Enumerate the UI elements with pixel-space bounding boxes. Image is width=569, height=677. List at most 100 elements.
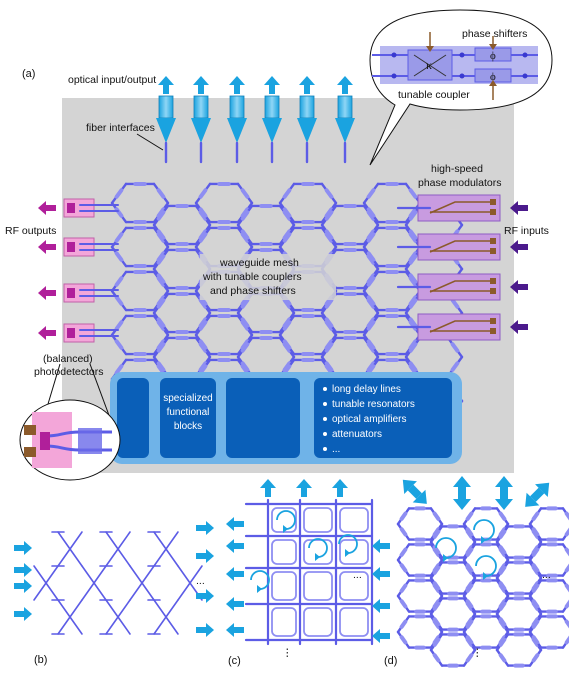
rf-out-arrow-3-head (38, 326, 46, 340)
b-wg (69, 616, 83, 635)
c-cell (303, 607, 333, 637)
fiber-taper-1 (191, 118, 211, 143)
block-item-0: long delay lines (332, 384, 401, 395)
c-loop-1 (308, 538, 328, 558)
coupler (366, 232, 376, 243)
d-arrow-top-1-tail (453, 499, 471, 510)
modulator-2 (417, 273, 501, 301)
c-arrow-left-4 (234, 627, 244, 633)
d-arrow-left-3 (380, 633, 390, 639)
rf-in-arrow-3-head (510, 320, 518, 334)
b-wg (117, 548, 131, 567)
c-cell (303, 539, 333, 565)
c-arrow-up-1 (301, 487, 307, 497)
c-arrow-up-2 (337, 487, 343, 497)
coupler (531, 583, 540, 593)
rf-in-arrow-0 (518, 205, 528, 211)
coupler (366, 364, 376, 375)
b-wg (45, 565, 59, 584)
coupler (324, 342, 334, 353)
coupler (324, 298, 334, 309)
coupler (324, 317, 334, 328)
d-arrow-top-0-head (402, 479, 417, 494)
fiber-arrow-5-head (337, 76, 353, 85)
fiber-body-2 (229, 95, 245, 119)
b-arrow-out-3 (196, 627, 206, 633)
ellipsis-b: ... (196, 575, 205, 587)
coupler (531, 635, 540, 645)
d-arrow-top-1 (453, 476, 471, 510)
c-arrow-left-3 (234, 601, 244, 607)
d-loop-2 (475, 555, 497, 577)
coupler (156, 342, 166, 353)
coupler (399, 599, 408, 609)
b-arrow-in-1 (14, 567, 24, 573)
coupler (282, 207, 292, 218)
coupler (399, 583, 408, 593)
b-wg (57, 616, 71, 635)
b-wg (69, 531, 83, 550)
d-arrow-top-3-body (530, 487, 545, 502)
fiber-body-3 (264, 95, 280, 119)
coupler (399, 547, 408, 557)
b-wg (165, 531, 179, 550)
fiber-body-4 (299, 95, 315, 119)
rf-in-arrow-1 (518, 244, 528, 250)
block-item-4: ... (332, 444, 340, 455)
coupler (531, 527, 540, 537)
coupler (282, 232, 292, 243)
b-wg (165, 548, 179, 567)
coupler (324, 361, 334, 372)
b-wg (165, 599, 179, 618)
fiber-arrow-5 (342, 84, 348, 94)
hex-mesh-b (14, 521, 214, 637)
coupler (408, 254, 418, 265)
c-arrow-left-0-head (226, 517, 234, 531)
coupler (465, 653, 474, 663)
b-wg (45, 582, 59, 601)
panel-label-a: (a) (22, 68, 35, 80)
b-wg (117, 616, 131, 635)
b-arrow-in-0-head (24, 541, 32, 555)
panel-label-d: (d) (384, 655, 397, 667)
b-arrow-in-3 (14, 611, 24, 617)
c-arrow-up-0-head (260, 479, 276, 488)
d-loop-0 (435, 537, 457, 559)
c-loop-2 (338, 534, 358, 554)
fiber-arrow-1-head (193, 76, 209, 85)
coupler (531, 547, 540, 557)
coupler (156, 273, 166, 284)
coupler (432, 581, 441, 591)
b-wg (153, 616, 167, 635)
b-arrow-out-0 (196, 525, 206, 531)
coupler (498, 529, 507, 539)
b-arrow-in-2-head (24, 579, 32, 593)
b-wg (69, 548, 83, 567)
coupler (156, 361, 166, 372)
coupler (498, 545, 507, 555)
b-wg (153, 531, 167, 550)
b-wg (141, 565, 155, 584)
coupler (450, 298, 460, 309)
coupler (408, 317, 418, 328)
coupler (198, 320, 208, 331)
c-loop-head-2 (345, 549, 350, 557)
b-wg (105, 531, 119, 550)
fiber-arrow-3 (269, 84, 275, 94)
coupler (465, 635, 474, 645)
d-arrow-left-2-head (372, 599, 380, 613)
coupler (114, 364, 124, 375)
coupler (498, 565, 507, 575)
block-bullet-2 (323, 417, 327, 421)
callout-highlight (380, 46, 538, 84)
fiber-taper-5 (335, 118, 355, 143)
coupler (324, 229, 334, 240)
fiber-body-5 (337, 95, 353, 119)
b-wg (57, 599, 71, 618)
coupler (282, 364, 292, 375)
coupler (114, 339, 124, 350)
block-item-2: optical amplifiers (332, 414, 406, 425)
pad-b-1 (490, 248, 496, 254)
coupler (432, 565, 441, 575)
coupler (399, 527, 408, 537)
